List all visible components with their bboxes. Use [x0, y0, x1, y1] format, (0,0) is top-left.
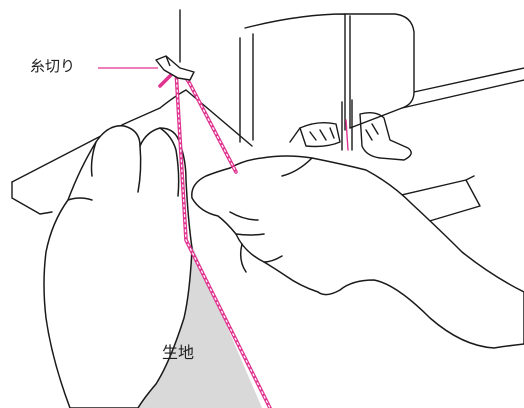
sewing-machine: [179, 9, 524, 241]
thread-cutter-icon: [155, 55, 195, 81]
fabric-label: 生地: [162, 343, 195, 362]
right-hand: [191, 155, 524, 349]
left-hand: [43, 125, 193, 408]
thread-cutter-label: 糸切り: [30, 57, 76, 75]
